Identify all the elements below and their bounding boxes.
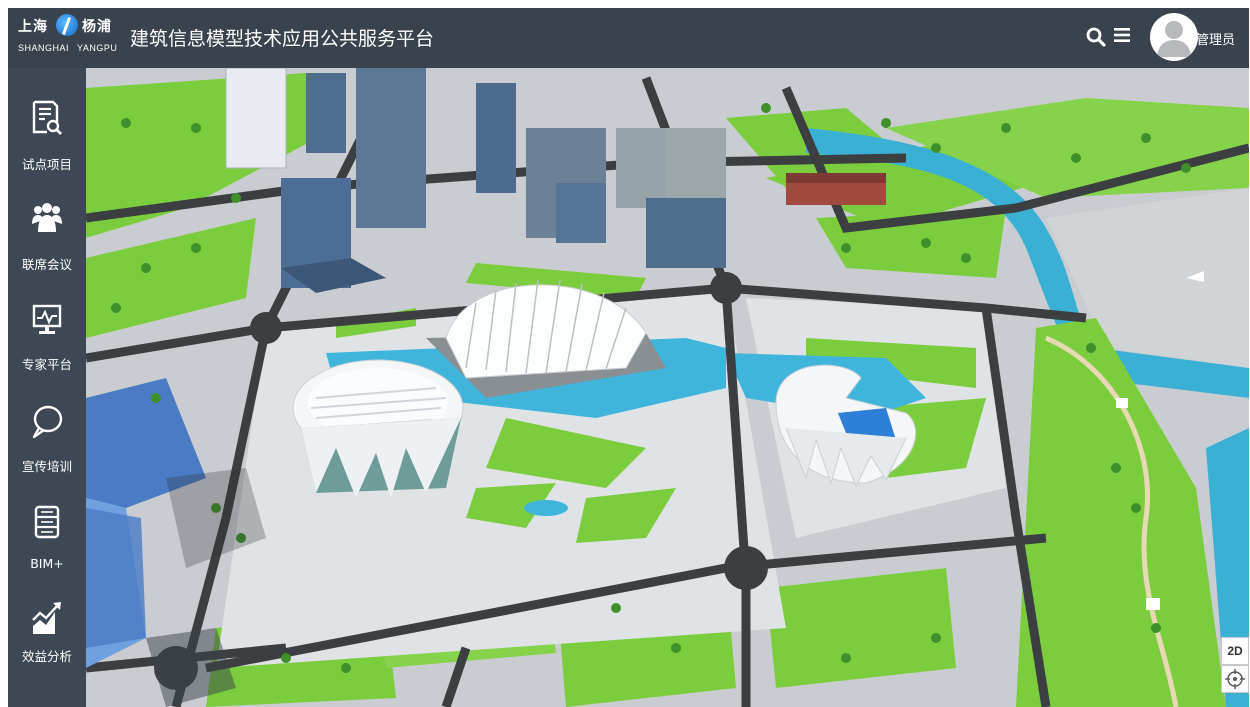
heritage-building [786,183,886,205]
logo-cn-left: 上海 [18,19,48,35]
search-icon[interactable] [1086,27,1106,47]
people-group-icon [32,203,62,232]
roundabout [710,272,742,304]
logo-mark-icon [56,14,78,36]
stack-layers-icon [34,505,60,539]
heritage-roof [786,173,886,183]
sidebar-item-promotion-training[interactable]: 宣传培训 [8,402,86,498]
grass-strip [466,483,556,528]
park-path [1045,335,1179,707]
crosshair-icon [1225,669,1245,689]
sidebar: 试点项目 联席会议 专家平台 [8,68,86,707]
riverside-park [1016,318,1226,707]
yangpu-logo[interactable]: 上海 杨浦 SHANGHAI YANGPU [18,14,118,60]
west-towers [86,378,236,707]
pavilion [1116,398,1128,408]
speech-bubble-icon [32,405,63,439]
roundabout [724,546,768,590]
boat [1186,271,1204,282]
grass-strip [466,263,646,298]
city-3d-map-viewport[interactable] [86,68,1249,707]
grass-area [86,218,256,338]
logo-cn-right: 杨浦 [82,19,112,35]
avatar[interactable] [1150,13,1198,61]
user-silhouette-icon [1157,21,1191,57]
user-name[interactable]: 管理员 [1196,33,1236,48]
sidebar-item-label: 试点项目 [21,157,72,172]
monitor-chart-icon [32,304,62,334]
arched-exhibition-hall [426,279,666,398]
sidebar-item-label: 联席会议 [21,257,72,272]
sidebar-item-label: 专家平台 [21,357,72,372]
logo-en-right: YANGPU [77,43,118,53]
sidebar-item-benefit-analysis[interactable]: 效益分析 [8,598,86,694]
logo-english: SHANGHAI YANGPU [18,43,117,53]
grass-strip [486,418,646,488]
tower-cluster [225,68,726,293]
menu-icon[interactable] [1114,27,1130,43]
roundabout [250,312,282,344]
locate-button[interactable] [1221,665,1249,693]
logo-en-left: SHANGHAI [18,43,70,53]
pavilion [1146,598,1160,610]
trees [111,103,1191,673]
page-title: 建筑信息模型技术应用公共服务平台 [130,28,435,50]
stadium-left [292,359,464,498]
small-pond [524,500,568,516]
grass-strip [576,488,676,543]
sidebar-item-label: 宣传培训 [21,459,72,474]
building-shadow [166,468,266,568]
top-header: 上海 杨浦 SHANGHAI YANGPU 建筑信息模型技术应用公共服务平台 管理… [8,8,1249,68]
grass-area [766,568,956,688]
view-mode-toggle-button[interactable]: 2D [1221,637,1249,665]
sidebar-item-expert-platform[interactable]: 专家平台 [8,300,86,396]
document-search-icon [32,100,62,135]
sidebar-item-pilot-projects[interactable]: 试点项目 [8,98,86,194]
sidebar-item-joint-meeting[interactable]: 联席会议 [8,198,86,294]
app-window: 上海 杨浦 SHANGHAI YANGPU 建筑信息模型技术应用公共服务平台 管理… [8,8,1249,707]
growth-chart-icon [32,602,61,634]
sidebar-item-label: 效益分析 [21,649,72,664]
stadium-right [775,364,916,488]
city-model-scene [86,68,1249,707]
sidebar-item-bim-plus[interactable]: BIM+ [8,502,86,598]
logo-chinese: 上海 杨浦 [18,16,111,36]
sidebar-item-label: BIM+ [30,556,64,571]
